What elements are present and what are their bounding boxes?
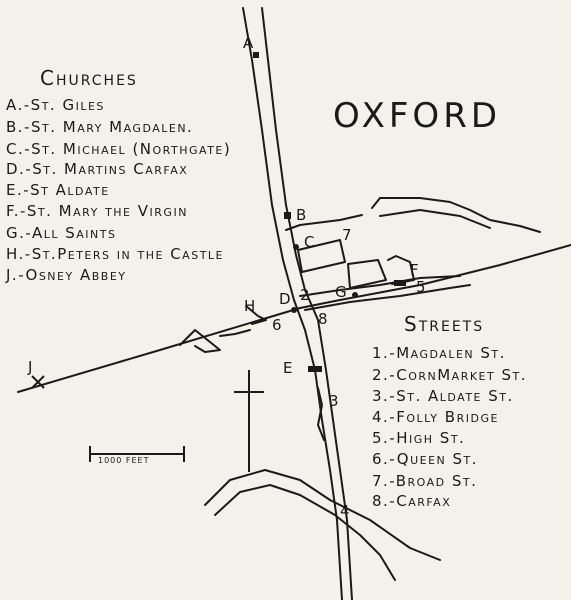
church-item: E.-St Aldate bbox=[6, 181, 110, 199]
broad-street-edge bbox=[285, 214, 363, 231]
map-label-a: A bbox=[243, 34, 254, 52]
map-number-2: 2 bbox=[300, 286, 310, 304]
map-number-3: 3 bbox=[329, 392, 339, 410]
church-item: G.-All Saints bbox=[6, 224, 117, 242]
church-item: A.-St. Giles bbox=[6, 96, 105, 114]
castle-wiggle-2 bbox=[245, 305, 267, 325]
map-number-5: 5 bbox=[416, 278, 426, 296]
map-label-d: D bbox=[279, 290, 291, 308]
map-label-b: B bbox=[296, 206, 307, 224]
church-item: H.-St.Peters in the Castle bbox=[6, 245, 224, 263]
map-label-e: E bbox=[283, 359, 293, 377]
main-road-west-edge bbox=[242, 7, 343, 600]
high-street-south bbox=[304, 284, 471, 311]
church-item: C.-St. Michael (Northgate) bbox=[6, 140, 232, 158]
north-east-road-2 bbox=[379, 209, 491, 229]
street-item: 6.-Queen St. bbox=[372, 450, 479, 468]
church-item: B.-St. Mary Magdalen. bbox=[6, 118, 194, 136]
castle-wiggle bbox=[179, 329, 221, 353]
map-label-j: J bbox=[28, 358, 33, 376]
church-item: J.-Osney Abbey bbox=[6, 266, 127, 284]
streets-heading: Streets bbox=[404, 312, 485, 336]
map-label-h: H bbox=[244, 297, 256, 315]
map-title: OXFORD bbox=[333, 96, 502, 136]
compass-cross-icon bbox=[234, 370, 264, 472]
scale-bar bbox=[89, 446, 185, 462]
map-number-7: 7 bbox=[342, 226, 352, 244]
map-label-g: G bbox=[335, 283, 347, 301]
street-item: 3.-St. Aldate St. bbox=[372, 387, 514, 405]
map-number-6: 6 bbox=[272, 316, 282, 334]
scale-label: 1000 FEET bbox=[98, 456, 150, 465]
high-street-north bbox=[299, 275, 461, 297]
river-south bbox=[214, 484, 396, 581]
block-g bbox=[347, 259, 387, 289]
church-item: D.-St. Martins Carfax bbox=[6, 160, 189, 178]
map-number-8: 8 bbox=[318, 310, 328, 328]
street-item: 7.-Broad St. bbox=[372, 472, 478, 490]
queen-street bbox=[219, 329, 251, 337]
churches-heading: Churches bbox=[40, 66, 138, 90]
block-f bbox=[387, 255, 415, 285]
church-item: F.-St. Mary the Virgin bbox=[6, 202, 188, 220]
aldate-block bbox=[317, 387, 325, 441]
map-number-4: 4 bbox=[340, 502, 350, 520]
street-item: 2.-CornMarket St. bbox=[372, 366, 527, 384]
north-block bbox=[297, 239, 346, 273]
street-item: 8.-Carfax bbox=[372, 492, 452, 510]
street-item: 5.-High St. bbox=[372, 429, 466, 447]
north-east-road bbox=[371, 197, 541, 233]
street-item: 1.-Magdalen St. bbox=[372, 344, 506, 362]
map-label-f: F bbox=[410, 261, 419, 279]
map-label-c-north: C bbox=[304, 233, 315, 251]
east-west-line bbox=[17, 244, 571, 393]
street-item: 4.-Folly Bridge bbox=[372, 408, 499, 426]
river-north bbox=[204, 469, 441, 561]
